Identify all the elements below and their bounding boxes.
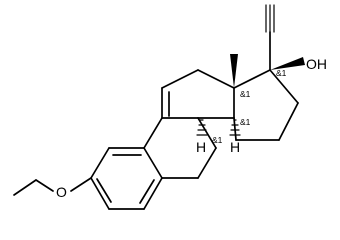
hashed-bond-h8 [196,119,208,136]
bond [161,69,199,89]
bond [90,177,110,210]
double-bond-inner [96,178,112,203]
bond [269,69,299,104]
hydroxyl-label: OH [306,56,327,72]
bond [143,177,163,210]
bond [233,69,271,89]
double-bond-inner [139,179,155,204]
stereo-label-c8: &1 [212,135,223,145]
bond [143,117,163,149]
methyl-wedge [230,54,238,88]
hydrogen-8-label: H [196,139,206,155]
hydroxyl-wedge [270,57,305,70]
bond [233,117,237,141]
bond [90,147,110,179]
bond [35,179,54,192]
bond [143,147,163,179]
molecule-drawing: O OH [13,4,327,210]
structure-canvas: O OH [13,4,327,210]
ring-a-aromatic [90,147,163,210]
bond [197,147,217,179]
ethynyl-group [265,4,275,71]
ring-d [233,69,299,141]
bond [197,69,235,89]
bond [197,117,217,149]
stereo-label-c14: &1 [240,117,251,127]
bond [278,102,299,141]
hashed-bond-h14 [229,119,241,136]
hydrogen-14-label: H [230,139,240,155]
stereo-label-c13: &1 [240,89,251,99]
methyl-bond [13,179,37,196]
ring-b [143,117,217,179]
methoxy-oxygen-label: O [56,184,67,200]
ring-c [161,69,235,119]
methoxy-group: O [13,177,92,200]
stereo-label-c17: &1 [276,68,287,78]
bond [70,177,92,192]
